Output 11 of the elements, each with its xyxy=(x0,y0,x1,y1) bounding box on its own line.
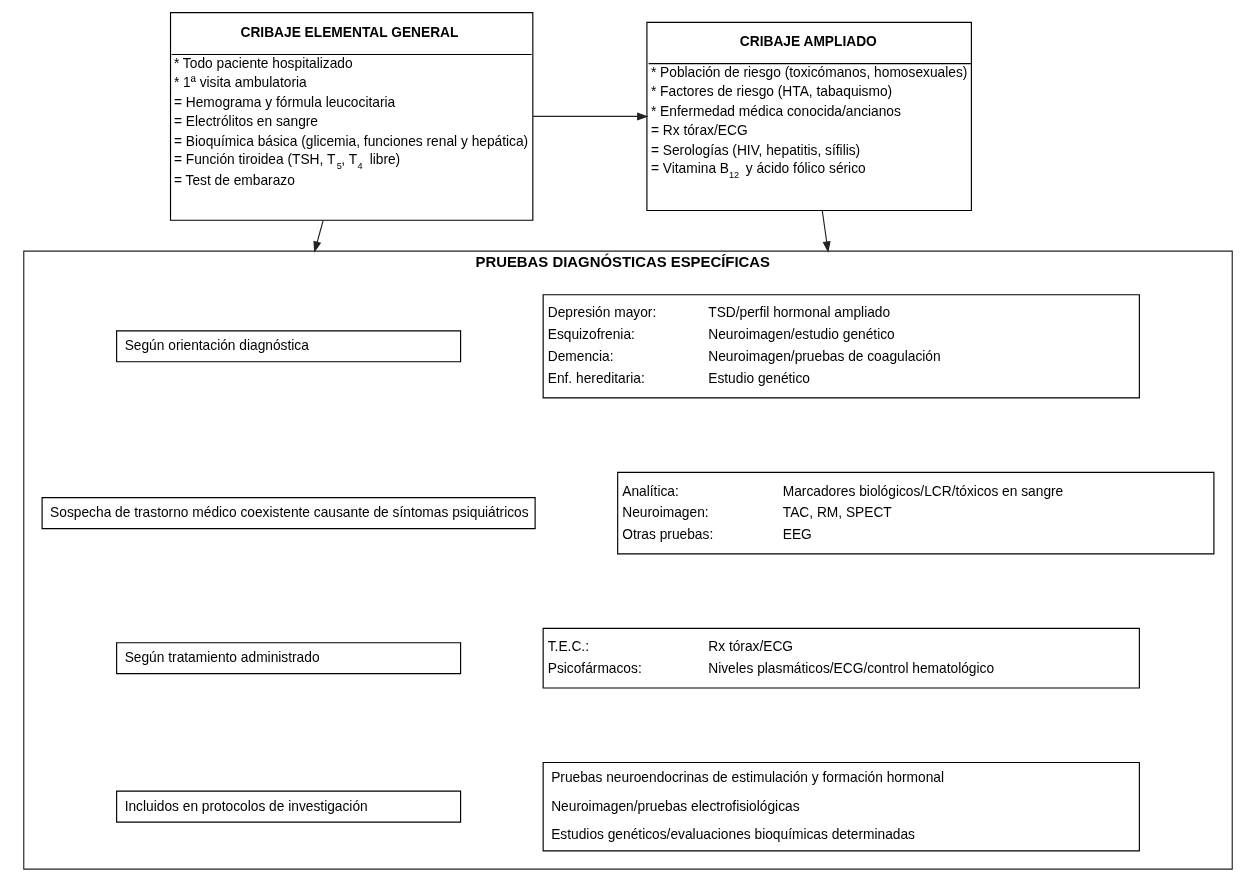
arrow xyxy=(821,209,831,253)
node-box: Pruebas neuroendocrinas de estimulación y formación hormonal Neuroimagen/pruebas electrofisiológicas Estudios genéticos/evaluaciones bioquímicas determinadas xyxy=(542,761,1140,852)
arrow xyxy=(313,219,324,253)
node-box: Incluidos en protocolos de investigación xyxy=(116,790,462,823)
node-box: Depresión mayor: TSD/perfil hormonal ampliado Esquizofrenia: Neuroimagen/estudio genético Demencia: Neuroimagen/pruebas de coagulación Enf. hereditaria: Estudio genético xyxy=(542,294,1140,399)
arrow xyxy=(532,112,649,121)
node-box: Según tratamiento administrado xyxy=(116,642,462,675)
node-box: T.E.C.: Rx tórax/ECG Psicofármacos: Niveles plasmáticos/ECG/control hematológico xyxy=(542,627,1140,689)
node-box: Según orientación diagnóstica xyxy=(116,330,462,363)
node-box: Analítica: Marcadores biológicos/LCR/tóxicos en sangre Neuroimagen: TAC, RM, SPECT Otras pruebas: EEG xyxy=(617,471,1215,555)
node-box: Sospecha de trastorno médico coexistente causante de síntomas psiquiátricos xyxy=(41,497,536,530)
